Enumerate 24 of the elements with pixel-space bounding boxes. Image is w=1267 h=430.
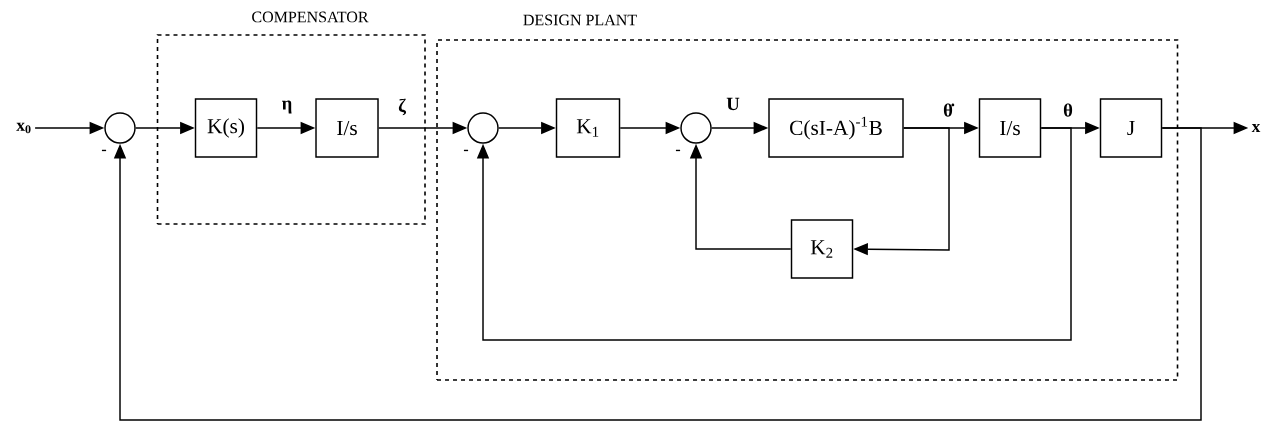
edge-label: θ̇	[941, 102, 955, 118]
minus-sign: -	[675, 149, 681, 152]
arrow	[476, 127, 1072, 341]
block-box: K$_{2}$	[790, 219, 854, 279]
sum-junction-circle	[104, 112, 136, 144]
block-box: C(sI-A)$^{-1}$B	[768, 98, 904, 158]
minus-sign: -	[463, 149, 469, 152]
minus-sign: -	[101, 149, 107, 152]
signal-label: x$_{0}$	[16, 122, 31, 134]
edge-label: η	[280, 99, 294, 115]
arrow	[113, 127, 1202, 421]
edge-label: ζ	[396, 97, 408, 117]
signal-label: x	[1251, 124, 1261, 132]
group-heading: DESIGN PLANT	[523, 14, 637, 26]
block-box: J	[1099, 98, 1163, 158]
block-box: I/s	[978, 98, 1042, 158]
sum-junction-circle	[467, 112, 499, 144]
edge-label: θ	[1061, 102, 1075, 118]
sum-junction-circle	[680, 112, 712, 144]
block-box: K(s)	[194, 98, 258, 158]
block-box: I/s	[315, 98, 379, 158]
block-box: K$_{1}$	[555, 98, 621, 158]
edge-label: U	[724, 96, 742, 112]
group-heading: COMPENSATOR	[252, 11, 369, 23]
